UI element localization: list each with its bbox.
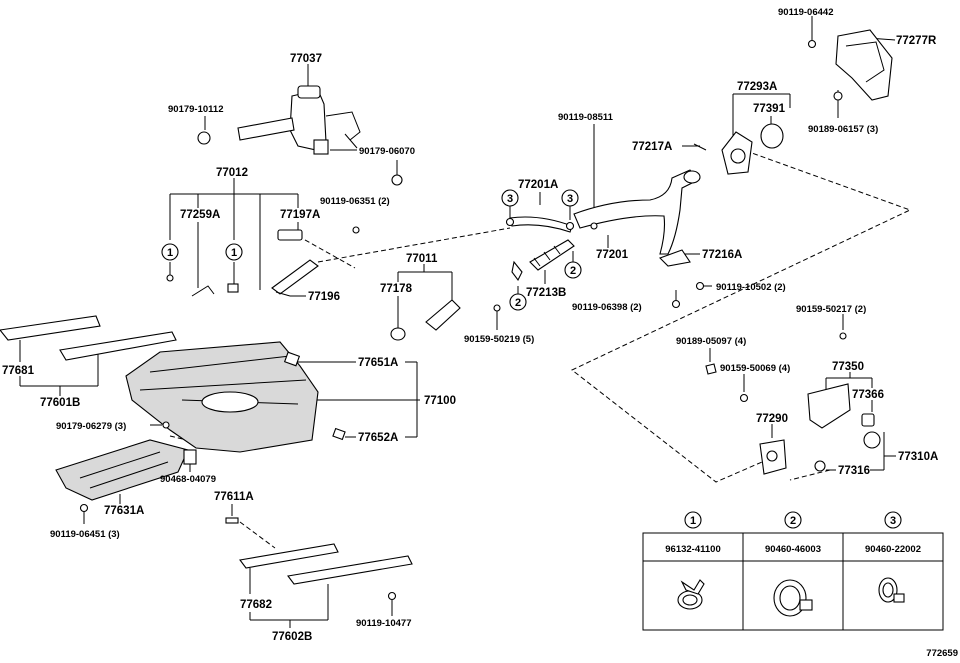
- label-77601B: 77601B: [40, 397, 80, 409]
- svg-text:90460-22002: 90460-22002: [865, 544, 921, 555]
- label-77631A: 77631A: [104, 505, 144, 517]
- label-90159-50069: 90159-50069 (4): [720, 363, 790, 374]
- label-90179-10112: 90179-10112: [168, 104, 223, 115]
- clamp-table: 1 96132-41100 2 90460-46003 3 90460-2200…: [642, 511, 944, 631]
- label-77350: 77350: [832, 361, 864, 373]
- callout-1-right: 1: [225, 243, 243, 261]
- label-90159-50219: 90159-50219 (5): [464, 334, 534, 345]
- label-77277R: 77277R: [896, 35, 937, 47]
- label-77011: 77011: [406, 253, 438, 265]
- clamp-icon-2: [773, 579, 813, 617]
- label-90119-06451: 90119-06451 (3): [50, 529, 120, 540]
- svg-text:2: 2: [790, 515, 796, 527]
- label-77391: 77391: [753, 103, 786, 115]
- label-90179-06279: 90179-06279 (3): [56, 421, 126, 432]
- label-90119-06398: 90119-06398 (2): [572, 302, 642, 313]
- callout-3-left: 3: [501, 189, 519, 207]
- label-77216A: 77216A: [702, 249, 742, 261]
- label-90189-06157: 90189-06157 (3): [808, 124, 878, 135]
- label-77366: 77366: [852, 389, 884, 401]
- label-77611A: 77611A: [214, 491, 254, 503]
- label-77293A: 77293A: [737, 81, 777, 93]
- svg-text:1: 1: [167, 247, 173, 259]
- label-77290: 77290: [756, 413, 788, 425]
- clamp-icon-3: [878, 577, 905, 603]
- svg-text:3: 3: [567, 193, 573, 205]
- svg-text:3: 3: [890, 515, 896, 527]
- label-77217A: 77217A: [632, 141, 672, 153]
- svg-text:90460-46003: 90460-46003: [765, 544, 821, 555]
- label-77651A: 77651A: [358, 357, 398, 369]
- label-90119-06351: 90119-06351 (2): [320, 196, 390, 207]
- label-77196: 77196: [308, 291, 340, 303]
- label-77100: 77100: [424, 395, 456, 407]
- clamp-col-2: 2 90460-46003: [765, 511, 821, 617]
- svg-text:2: 2: [570, 265, 576, 277]
- svg-text:1: 1: [231, 247, 237, 259]
- part-labels: 90119-06442 77277R 77037 77293A 77391 90…: [2, 7, 938, 643]
- clamp-col-1: 1 96132-41100: [665, 511, 721, 610]
- label-90189-05097: 90189-05097 (4): [676, 336, 746, 347]
- label-77037: 77037: [290, 53, 322, 65]
- svg-text:3: 3: [507, 193, 513, 205]
- clamp-icon-1: [677, 579, 705, 610]
- clamp-col-3: 3 90460-22002: [865, 511, 921, 603]
- callout-circles: 1 1 3 3 2 2: [161, 189, 582, 311]
- callout-2-upper: 2: [564, 261, 582, 279]
- label-77310A: 77310A: [898, 451, 938, 463]
- label-90179-06070: 90179-06070: [359, 146, 415, 157]
- svg-text:2: 2: [515, 297, 521, 309]
- label-90159-50217: 90159-50217 (2): [796, 304, 866, 315]
- dashed-lines: [169, 147, 912, 549]
- label-77259A: 77259A: [180, 209, 220, 221]
- callout-1-left: 1: [161, 243, 179, 261]
- label-90468-04079: 90468-04079: [160, 474, 216, 485]
- label-90119-06442: 90119-06442: [778, 7, 833, 18]
- label-77201A: 77201A: [518, 179, 558, 191]
- label-77178: 77178: [380, 283, 413, 295]
- label-77316: 77316: [838, 465, 870, 477]
- label-77682: 77682: [240, 599, 272, 611]
- part-drawings: [0, 29, 893, 601]
- callout-3-right: 3: [561, 189, 579, 207]
- svg-text:96132-41100: 96132-41100: [665, 544, 720, 555]
- label-90119-08511: 90119-08511: [558, 112, 614, 123]
- svg-text:1: 1: [690, 515, 696, 527]
- label-77213B: 77213B: [526, 287, 566, 299]
- label-77197A: 77197A: [280, 209, 320, 221]
- callout-2-lower: 2: [509, 293, 527, 311]
- label-77012: 77012: [216, 167, 248, 179]
- label-77681: 77681: [2, 365, 35, 377]
- label-77652A: 77652A: [358, 432, 398, 444]
- label-77602B: 77602B: [272, 631, 312, 643]
- diagram-id: 772659: [926, 648, 958, 659]
- label-90119-10477: 90119-10477: [356, 618, 411, 629]
- label-77201: 77201: [596, 249, 629, 261]
- label-90119-10502: 90119-10502 (2): [716, 282, 786, 293]
